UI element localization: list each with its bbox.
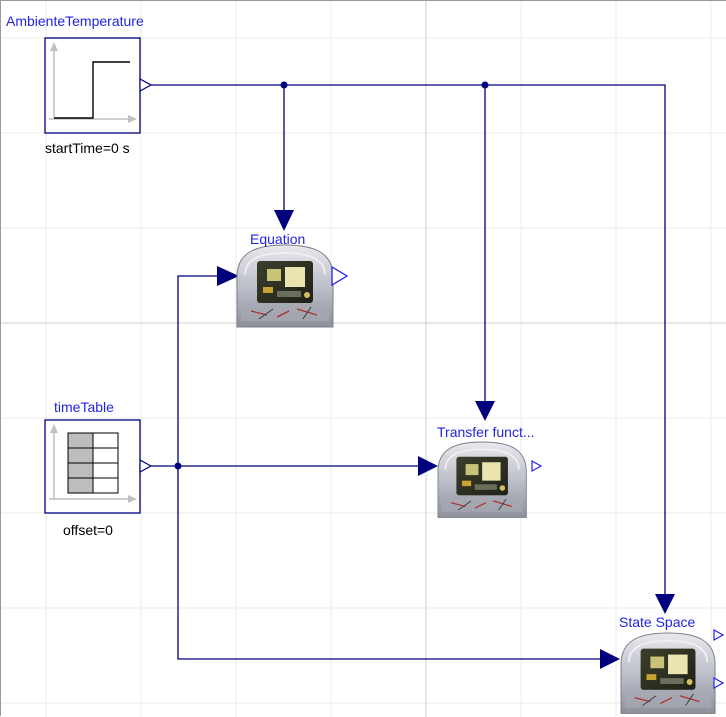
robot-device-icon — [620, 632, 717, 715]
block-state-space[interactable] — [620, 628, 725, 715]
connections — [149, 84, 666, 660]
arrow-head — [475, 401, 495, 421]
block-label-equation: Equation — [250, 231, 305, 247]
arrow-head — [655, 594, 675, 614]
arrow-head — [274, 210, 294, 231]
robot-device-icon — [236, 244, 334, 328]
connection-timetable-equation[interactable] — [177, 275, 220, 466]
arrow-head — [217, 266, 239, 286]
arrow-head — [418, 456, 438, 476]
connection-timetable-statespace[interactable] — [177, 466, 603, 660]
junction-dot — [280, 81, 288, 89]
connection-junctions — [174, 81, 489, 470]
block-label-transfer: Transfer funct... — [437, 424, 535, 440]
block-label-ambient: AmbienteTemperature — [6, 13, 144, 29]
output-port — [713, 628, 725, 642]
output-port — [139, 77, 153, 93]
connection-arrows — [217, 210, 675, 669]
block-equation[interactable] — [236, 244, 349, 328]
block-transfer-function[interactable] — [437, 441, 543, 519]
output-port — [713, 676, 725, 690]
arrow-head — [600, 649, 620, 669]
connection-ambient-statespace[interactable] — [149, 84, 666, 597]
output-port — [531, 459, 543, 473]
block-param-ambient: startTime=0 s — [45, 140, 130, 156]
junction-dot — [174, 462, 182, 470]
block-param-timetable: offset=0 — [63, 522, 113, 538]
block-label-statespace: State Space — [619, 614, 695, 630]
block-ambient-temperature[interactable] — [44, 37, 153, 134]
output-port — [139, 458, 153, 474]
robot-device-icon — [437, 441, 528, 519]
block-label-timetable: timeTable — [54, 399, 114, 415]
output-port — [331, 265, 349, 287]
junction-dot — [481, 81, 489, 89]
time-table-icon — [49, 424, 137, 503]
step-source-icon — [49, 42, 137, 123]
block-time-table[interactable] — [44, 419, 153, 514]
